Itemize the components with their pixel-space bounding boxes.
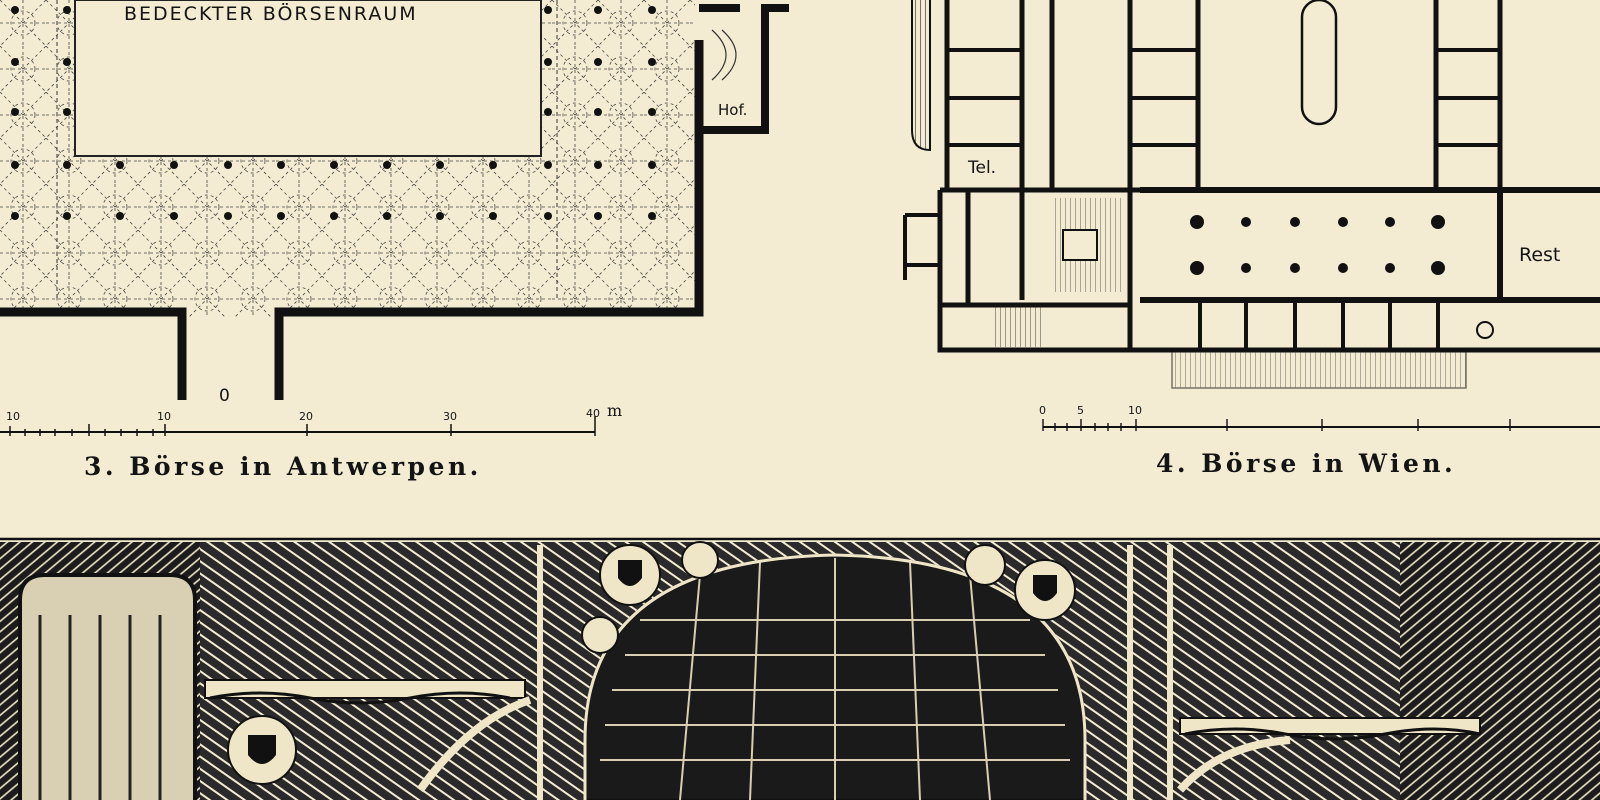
antwerp-scale-tick: 40 — [586, 407, 600, 420]
interior-engraving — [0, 541, 1600, 800]
vienna-plan — [903, 0, 1600, 431]
antwerp-caption: 3. Börse in Antwerpen. — [84, 452, 482, 481]
vienna-scale-tick: 0 — [1039, 404, 1046, 417]
vienna-rest-label: Rest — [1519, 244, 1561, 266]
antwerp-scale-tick: 20 — [299, 410, 313, 423]
antwerp-scale-tick: 10 — [157, 410, 171, 423]
antwerp-plan — [0, 0, 789, 436]
vienna-scale-tick: 10 — [1128, 404, 1142, 417]
antwerp-scale-unit: m — [607, 401, 623, 420]
antwerp-scale-tick: 30 — [443, 410, 457, 423]
antwerp-scale-tick: 10 — [6, 410, 20, 423]
vienna-scale-tick: 5 — [1077, 404, 1084, 417]
vienna-caption: 4. Börse in Wien. — [1156, 449, 1457, 478]
vienna-tel-label: Tel. — [968, 158, 997, 178]
antwerp-entrance-label: 0 — [219, 386, 230, 406]
antwerp-court-label: Hof. — [716, 101, 750, 119]
antwerp-hall-label: BEDECKTER BÖRSENRAUM — [124, 3, 418, 25]
